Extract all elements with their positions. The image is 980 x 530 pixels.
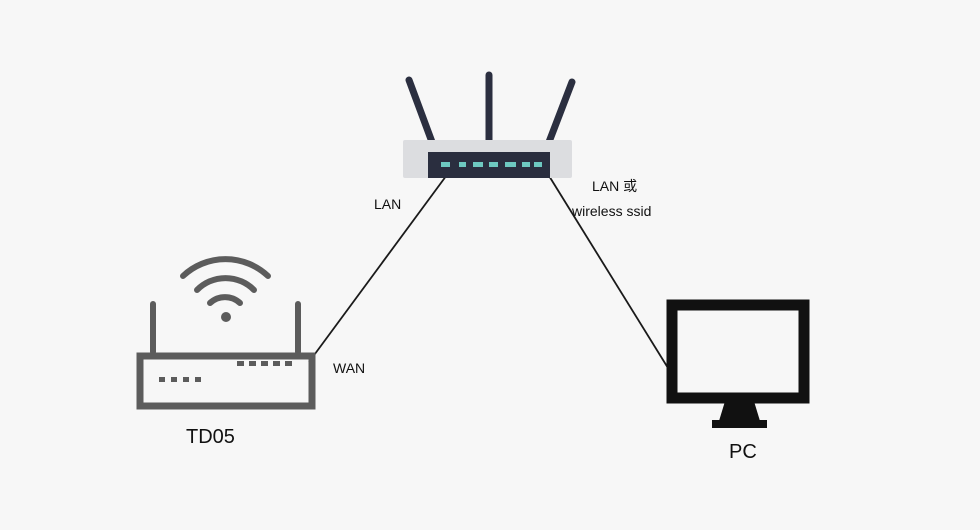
monitor-icon [666, 299, 810, 428]
node-label-td05: TD05 [186, 426, 235, 448]
wireless-router-icon [403, 71, 576, 178]
link-label-lan-or: LAN 或 [592, 178, 638, 194]
link-label-wireless-ssid: wireless ssid [572, 203, 652, 219]
link-label-wan: WAN [333, 360, 366, 376]
link-router-to-pc [545, 170, 669, 369]
link-label-lan: LAN [374, 196, 402, 212]
link-router-to-td05 [308, 167, 453, 363]
node-label-pc: PC [729, 441, 757, 463]
wifi-router-icon [136, 256, 316, 410]
